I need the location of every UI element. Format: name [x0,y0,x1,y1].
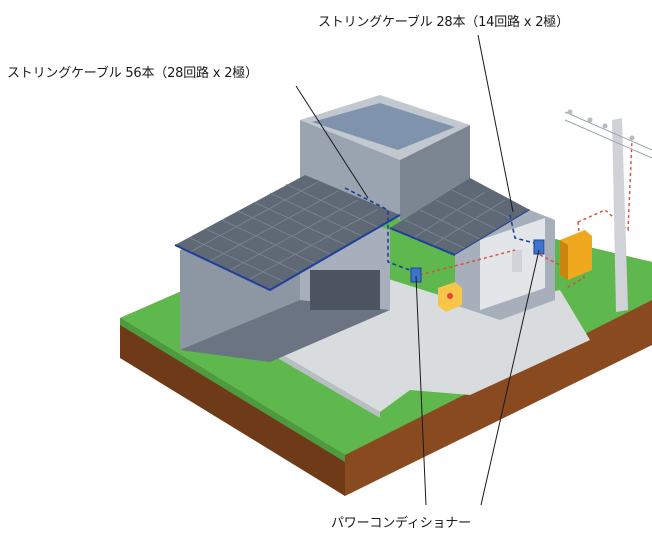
tower-block [300,95,470,220]
distribution-box [438,230,592,312]
dc-string-cables [344,187,539,273]
power-conditioner-icon [533,239,545,255]
left-roof-panels [174,175,401,292]
string-cable-56-label: ストリングケーブル 56本（28回路 x 2極） [7,66,258,81]
leader-lines [295,34,540,506]
utility-pole-icon [564,109,652,312]
power-conditioner-label: パワーコンディショナー [331,516,471,531]
string-cable-28-label: ストリングケーブル 28本（14回路 x 2極） [318,15,569,30]
